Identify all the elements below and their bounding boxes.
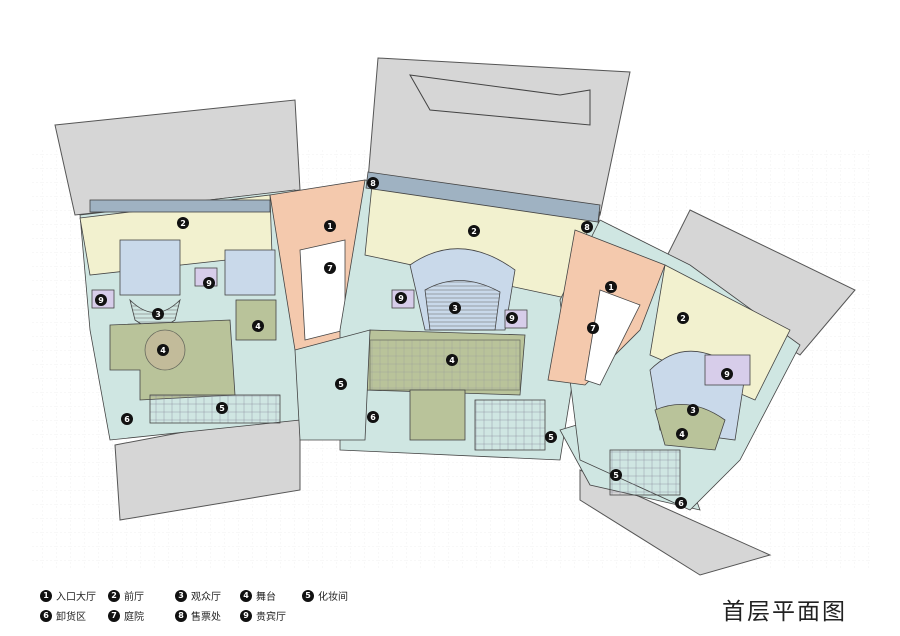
legend-item: 1 入口大厅 — [40, 588, 96, 603]
drawing-title: 首层平面图 — [722, 599, 847, 625]
plan-marker: 2 — [468, 225, 480, 237]
legend-item: 3 观众厅 — [175, 588, 221, 603]
plan-marker-number: 2 — [680, 314, 686, 323]
plan-marker-number: 8 — [370, 179, 376, 188]
legend-item: 4 舞台 — [240, 588, 276, 603]
plan-marker-number: 9 — [98, 296, 104, 305]
roof-canopies — [54, 57, 856, 576]
plan-marker-number: 7 — [327, 264, 333, 273]
plan-marker-number: 8 — [584, 223, 590, 232]
plan-marker: 5 — [610, 469, 622, 481]
plan-marker: 4 — [157, 344, 169, 356]
plan-marker: 5 — [335, 378, 347, 390]
plan-marker: 1 — [324, 220, 336, 232]
legend-label: 观众厅 — [191, 592, 221, 603]
plan-marker: 7 — [324, 262, 336, 274]
plan-number-markers: 1 2 3 4 4 5 6 7 9 9 2 3 4 5 6 8 8 9 9 1 2 3 4 5 5 6 7 9 — [95, 177, 733, 509]
plan-marker-number: 3 — [155, 310, 161, 319]
plan-marker: 3 — [449, 302, 461, 314]
legend-label: 化妆间 — [318, 592, 348, 603]
legend-item: 9 贵宾厅 — [240, 608, 286, 623]
plan-marker-number: 4 — [160, 346, 166, 355]
legend-label: 前厅 — [124, 592, 144, 603]
plan-marker: 9 — [395, 292, 407, 304]
center-hall — [339, 171, 601, 461]
plan-marker: 8 — [581, 221, 593, 233]
left-hall — [79, 179, 366, 441]
legend-number-badge: 5 — [302, 589, 314, 602]
plan-marker: 2 — [177, 217, 189, 229]
plan-marker-number: 9 — [509, 314, 515, 323]
legend-item: 2 前厅 — [108, 588, 144, 603]
plan-marker-number: 4 — [449, 356, 455, 365]
plan-marker-number: 5 — [548, 433, 554, 442]
legend-number-badge: 4 — [240, 589, 252, 602]
plan-marker-number: 4 — [679, 430, 685, 439]
plan-marker-number: 5 — [613, 471, 619, 480]
plan-marker: 3 — [687, 404, 699, 416]
plan-marker-number: 6 — [370, 413, 376, 422]
plan-marker: 6 — [367, 411, 379, 423]
plan-marker: 7 — [587, 322, 599, 334]
legend-item: 7 庭院 — [108, 608, 144, 623]
legend-label: 售票处 — [191, 612, 221, 623]
plan-marker-number: 9 — [724, 370, 730, 379]
plan-marker-number: 6 — [678, 499, 684, 508]
legend: 1 入口大厅 2 前厅 3 观众厅 4 舞台 5 化妆间 6 卸货区 7 庭院 8 售票处 9 贵宾厅 — [40, 588, 370, 632]
plan-marker-number: 3 — [690, 406, 696, 415]
legend-item: 8 售票处 — [175, 608, 221, 623]
legend-number-badge: 3 — [175, 589, 187, 602]
right-hall — [547, 219, 801, 511]
plan-marker-number: 9 — [398, 294, 404, 303]
plan-marker: 9 — [506, 312, 518, 324]
plan-marker-number: 9 — [206, 279, 212, 288]
legend-label: 贵宾厅 — [256, 612, 286, 623]
legend-number-badge: 2 — [108, 589, 120, 602]
plan-marker: 9 — [203, 277, 215, 289]
legend-item: 6 卸货区 — [40, 608, 86, 623]
plan-marker: 9 — [721, 368, 733, 380]
plan-marker: 6 — [675, 497, 687, 509]
plan-marker: 2 — [677, 312, 689, 324]
plan-marker: 6 — [121, 413, 133, 425]
legend-label: 卸货区 — [56, 612, 86, 623]
legend-label: 庭院 — [124, 612, 144, 623]
plan-marker-number: 3 — [452, 304, 458, 313]
plan-marker: 9 — [95, 294, 107, 306]
plan-marker-number: 5 — [338, 380, 344, 389]
legend-number-badge: 1 — [40, 589, 52, 602]
plan-marker: 1 — [605, 281, 617, 293]
legend-label: 舞台 — [256, 592, 276, 603]
plan-marker: 4 — [446, 354, 458, 366]
plan-marker: 4 — [252, 320, 264, 332]
legend-label: 入口大厅 — [56, 592, 96, 603]
plan-marker-number: 5 — [219, 404, 225, 413]
plan-marker-number: 1 — [608, 283, 614, 292]
legend-number-badge: 6 — [40, 609, 52, 622]
plan-marker: 3 — [152, 308, 164, 320]
legend-item: 5 化妆间 — [302, 588, 348, 603]
plan-marker-number: 7 — [590, 324, 596, 333]
plan-marker-number: 4 — [255, 322, 261, 331]
plan-marker: 4 — [676, 428, 688, 440]
plan-marker-number: 6 — [124, 415, 130, 424]
legend-number-badge: 8 — [175, 609, 187, 622]
legend-number-badge: 7 — [108, 609, 120, 622]
plan-marker-number: 2 — [180, 219, 186, 228]
plan-marker-number: 2 — [471, 227, 477, 236]
plan-marker: 5 — [545, 431, 557, 443]
floor-plan-drawing: 1 2 3 4 4 5 6 7 9 9 2 3 4 5 6 8 8 9 9 1 2 3 4 5 5 6 7 9 — [30, 57, 870, 576]
plan-marker: 5 — [216, 402, 228, 414]
legend-number-badge: 9 — [240, 609, 252, 622]
plan-marker-number: 1 — [327, 222, 333, 231]
plan-marker: 8 — [367, 177, 379, 189]
